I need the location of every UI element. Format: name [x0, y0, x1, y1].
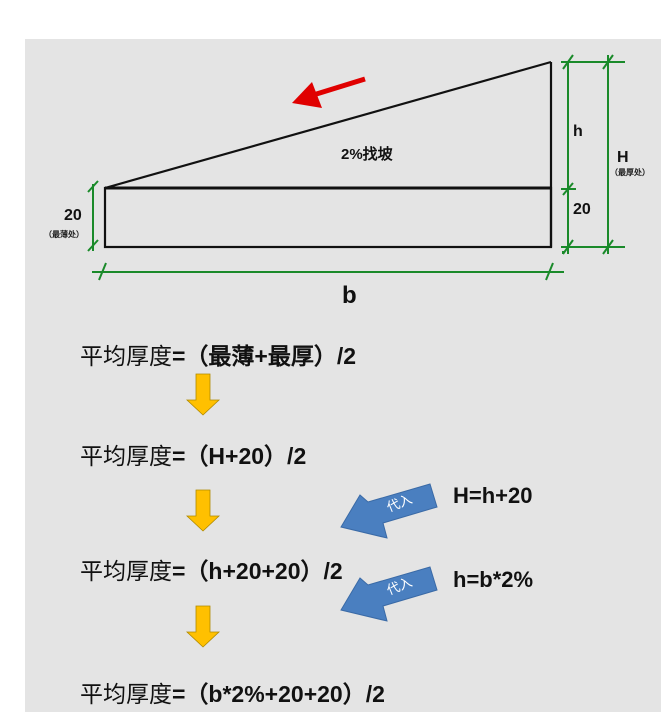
down-arrows: [185, 373, 221, 648]
formula-step-3: 平均厚度=（h+20+20）/2: [80, 552, 343, 586]
down-arrow-icon: [185, 489, 221, 532]
thin-value: 20: [64, 207, 82, 224]
down-arrow-icon: [185, 605, 221, 648]
formula-expression: =（h+20+20）/2: [172, 558, 343, 584]
section-outline: [103, 60, 553, 249]
formula-expression: =（最薄+最厚）/2: [172, 343, 357, 369]
formula-prefix: 平均厚度: [80, 444, 172, 470]
formula-step-1: 平均厚度=（最薄+最厚）/2: [80, 337, 356, 371]
substitute-arrows: [340, 483, 438, 622]
substitution-equation-1: H=h+20: [453, 483, 533, 508]
thick-note: （最厚处）: [610, 168, 650, 177]
formula-prefix: 平均厚度: [80, 344, 172, 370]
formula-step-4: 平均厚度=（b*2%+20+20）/2: [80, 675, 385, 709]
formula-expression: =（H+20）/2: [172, 443, 307, 469]
diagram-panel: [25, 39, 661, 712]
H-label: H: [617, 149, 629, 166]
dimension-lines: [87, 54, 625, 281]
substitute-arrow-icon: [340, 566, 438, 622]
right-20-label: 20: [573, 201, 591, 218]
h-label: h: [573, 123, 583, 140]
substitution-equation-2: h=b*2%: [453, 567, 534, 592]
thin-note: （最薄处）: [44, 230, 84, 239]
formula-prefix: 平均厚度: [80, 559, 172, 585]
b-label: b: [342, 282, 357, 309]
slope-direction-arrow-icon: [292, 76, 366, 108]
formula-expression: =（b*2%+20+20）/2: [172, 681, 385, 707]
formula-prefix: 平均厚度: [80, 682, 172, 708]
down-arrow-icon: [185, 373, 221, 416]
substitute-arrow-icon: [340, 483, 438, 539]
slope-label: 2%找坡: [341, 146, 393, 163]
formula-step-2: 平均厚度=（H+20）/2: [80, 437, 306, 471]
